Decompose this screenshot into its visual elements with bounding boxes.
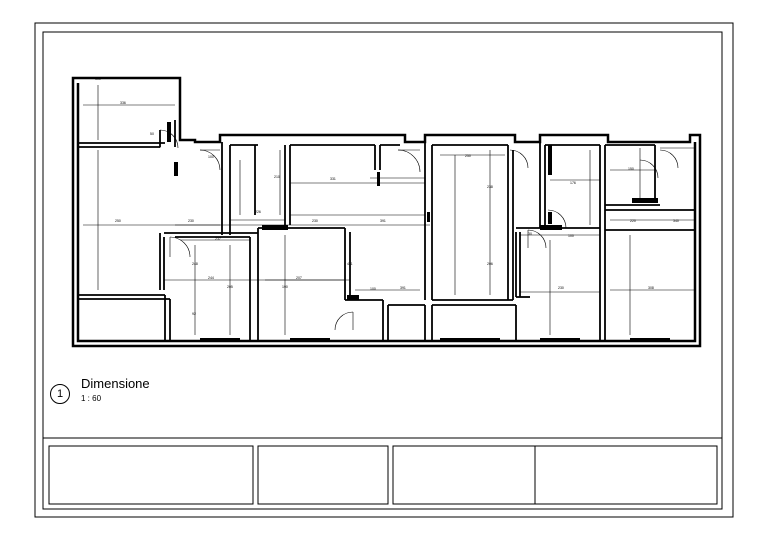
dimension-label: 336: [120, 101, 126, 105]
dimension-label: 391: [400, 286, 406, 290]
title-block-cell-3: [392, 445, 718, 505]
dimension-label: 190: [282, 285, 288, 289]
view-number-bubble: 1: [50, 384, 70, 404]
dimension-label: 100: [568, 234, 574, 238]
outer-walls: [71, 76, 702, 348]
title-block-cell-2: [257, 445, 389, 505]
view-name: Dimensione: [81, 376, 150, 391]
sheet-outer-border: [34, 22, 734, 518]
dimension-label: 100: [208, 155, 214, 159]
dimension-label: 30: [528, 232, 532, 236]
dimension-label: 244: [208, 276, 214, 280]
dimension-label: 308: [648, 286, 654, 290]
view-scale: 1 : 60: [81, 394, 102, 403]
dimension-label: 331: [330, 177, 336, 181]
dimension-label: 206: [487, 262, 493, 266]
door-swings: [159, 129, 679, 331]
dimension-label: 238: [487, 185, 493, 189]
dimension-label: 100: [370, 287, 376, 291]
dimension-label: 176: [570, 181, 576, 185]
title-block: [48, 445, 718, 505]
dimension-label: 250: [115, 219, 121, 223]
dimension-label: 250: [465, 154, 471, 158]
dimension-lines: [83, 85, 695, 335]
dimension-label: 220: [630, 219, 636, 223]
dimension-label: 248: [192, 262, 198, 266]
dimension-label: 50: [150, 132, 154, 136]
dimension-label: 207: [296, 276, 302, 280]
dimension-label: 205: [227, 285, 233, 289]
dimension-label: 230: [558, 286, 564, 290]
dimension-label: 210: [274, 175, 280, 179]
view-title: 1 Dimensione 1 : 60: [50, 376, 250, 416]
dimension-label: 237: [215, 237, 221, 241]
dimension-label: 340: [673, 219, 679, 223]
dimension-label: 391: [380, 219, 386, 223]
dimension-label: 150: [628, 167, 634, 171]
floor-plan: 336 100 50 250 230 100 210 237 226 230 3…: [71, 76, 702, 348]
dimension-label: 92: [192, 312, 196, 316]
title-block-cell-1: [48, 445, 254, 505]
dimension-labels: 336 100 50 250 230 100 210 237 226 230 3…: [95, 77, 679, 316]
dimension-label: 230: [312, 219, 318, 223]
interior-walls: [78, 120, 695, 341]
dimension-label: 230: [188, 219, 194, 223]
dimension-label: 100: [95, 77, 101, 81]
fixtures: [167, 122, 670, 342]
sheet-inner-border: [42, 31, 723, 510]
dimension-label: 226: [255, 210, 261, 214]
dimension-label: 411: [347, 262, 353, 266]
